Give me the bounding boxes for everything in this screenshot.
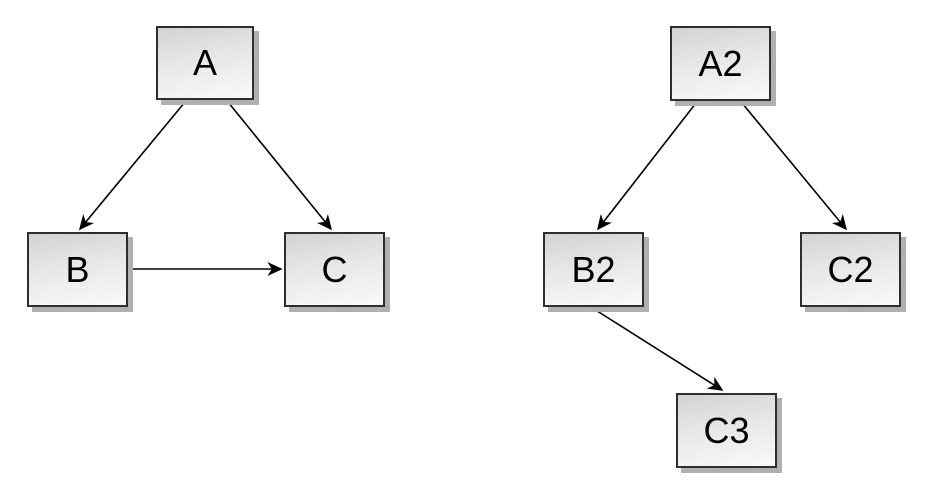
node-C2[interactable]: C2: [800, 232, 901, 307]
edge-A2-B2: [597, 102, 697, 231]
edge-A-C: [227, 101, 333, 231]
node-A[interactable]: A: [156, 26, 254, 100]
node-B2[interactable]: B2: [543, 232, 644, 307]
node-C-label: C: [321, 248, 348, 290]
node-C3-label: C3: [703, 409, 750, 451]
edge-B2-C3: [593, 308, 724, 391]
node-A2[interactable]: A2: [670, 26, 771, 101]
node-B2-label: B2: [571, 248, 616, 290]
node-C3[interactable]: C3: [676, 393, 777, 468]
node-A2-label: A2: [698, 42, 743, 84]
node-B[interactable]: B: [27, 232, 128, 307]
node-C[interactable]: C: [284, 232, 385, 307]
node-C2-label: C2: [827, 248, 874, 290]
edge-A2-C2: [741, 102, 848, 231]
node-A-label: A: [192, 42, 217, 83]
node-B-label: B: [65, 248, 90, 290]
edge-A-B: [78, 101, 186, 231]
